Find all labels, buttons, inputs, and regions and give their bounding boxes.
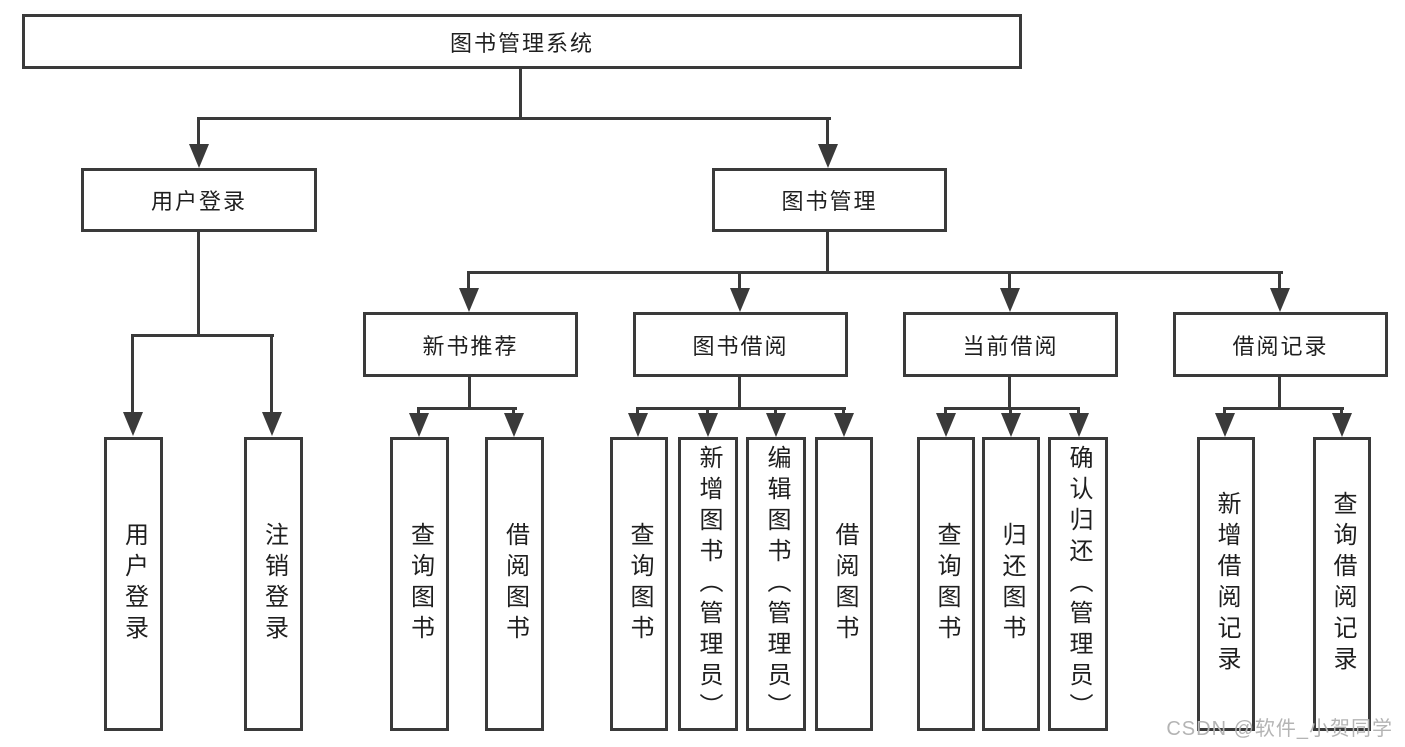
arrow-down-icon — [1215, 413, 1235, 437]
connector-user-login-stem — [197, 231, 200, 336]
leaf-label: 新增图书（管理员） — [695, 444, 722, 724]
leaf-borrow-books-recommend: 借阅图书 — [485, 437, 544, 731]
arrow-down-icon — [818, 144, 838, 168]
leaf-label: 借阅图书 — [501, 522, 529, 646]
arrow-down-icon — [766, 413, 786, 437]
leaf-query-books-current: 查询图书 — [917, 437, 975, 731]
arrow-down-icon — [1001, 413, 1021, 437]
leaf-confirm-return-admin: 确认归还（管理员） — [1048, 437, 1108, 731]
connector-g2-c2 — [512, 407, 515, 415]
leaf-label: 借阅图书 — [831, 522, 858, 646]
node-current-borrowing: 当前借阅 — [903, 312, 1118, 377]
connector-to-new-book — [467, 271, 470, 291]
connector-book-management-stem — [826, 231, 829, 274]
leaf-return-books: 归还图书 — [982, 437, 1040, 731]
leaf-label: 查询图书 — [626, 522, 653, 646]
connector-to-user-login — [197, 117, 200, 147]
connector-g5-c1 — [1223, 407, 1226, 415]
arrow-down-icon — [1270, 288, 1290, 312]
connector-g4-c3 — [1077, 407, 1080, 415]
arrow-down-icon — [628, 413, 648, 437]
connector-g4-c2 — [1009, 407, 1012, 415]
arrow-down-icon — [698, 413, 718, 437]
node-book-borrowing: 图书借阅 — [633, 312, 848, 377]
connector-g3-c1 — [636, 407, 639, 415]
leaf-edit-books-admin: 编辑图书（管理员） — [746, 437, 806, 731]
leaf-logout: 注销登录 — [244, 437, 303, 731]
node-borrowing-records: 借阅记录 — [1173, 312, 1388, 377]
connector-level1-hline — [197, 117, 831, 120]
connector-root-stem — [519, 69, 522, 119]
connector-g5-hline — [1223, 407, 1344, 410]
leaf-label: 查询图书 — [406, 522, 434, 646]
connector-to-current-borrow — [1008, 271, 1011, 291]
leaf-label: 查询图书 — [933, 522, 960, 646]
node-book-management-branch: 图书管理 — [712, 168, 947, 232]
watermark-text: CSDN @软件_小贺同学 — [1166, 718, 1393, 740]
connector-g3-hline — [636, 407, 846, 410]
connector-g5-stem — [1278, 375, 1281, 409]
connector-user-login-hline — [131, 334, 274, 337]
arrow-down-icon — [1000, 288, 1020, 312]
leaf-query-books-recommend: 查询图书 — [390, 437, 449, 731]
connector-to-borrow-records — [1278, 271, 1281, 291]
node-library-management-system: 图书管理系统 — [22, 14, 1022, 69]
leaf-label: 用户登录 — [120, 522, 148, 646]
arrow-down-icon — [123, 412, 143, 436]
node-user-login-branch: 用户登录 — [81, 168, 317, 232]
connector-g3-c4 — [842, 407, 845, 415]
connector-to-book-management — [826, 117, 829, 147]
arrow-down-icon — [409, 413, 429, 437]
leaf-add-borrow-record: 新增借阅记录 — [1197, 437, 1255, 731]
leaf-label: 编辑图书（管理员） — [763, 444, 790, 724]
leaf-add-books-admin: 新增图书（管理员） — [678, 437, 738, 731]
connector-g3-c2 — [706, 407, 709, 415]
connector-g3-c3 — [774, 407, 777, 415]
connector-g4-stem — [1008, 375, 1011, 409]
arrow-down-icon — [1332, 413, 1352, 437]
arrow-down-icon — [504, 413, 524, 437]
arrow-down-icon — [730, 288, 750, 312]
connector-level2-hline — [467, 271, 1283, 274]
connector-to-leaf-user-login — [131, 334, 134, 413]
arrow-down-icon — [459, 288, 479, 312]
leaf-borrow-books-borrowing: 借阅图书 — [815, 437, 873, 731]
leaf-query-books-borrowing: 查询图书 — [610, 437, 668, 731]
leaf-label: 查询借阅记录 — [1329, 491, 1356, 677]
leaf-label: 注销登录 — [260, 522, 288, 646]
connector-g5-c2 — [1340, 407, 1343, 415]
node-new-book-recommendation: 新书推荐 — [363, 312, 578, 377]
leaf-label: 确认归还（管理员） — [1065, 444, 1092, 724]
leaf-user-login: 用户登录 — [104, 437, 163, 731]
connector-to-leaf-logout — [270, 334, 273, 413]
leaf-label: 归还图书 — [998, 522, 1025, 646]
arrow-down-icon — [1069, 413, 1089, 437]
connector-g2-hline — [417, 407, 517, 410]
leaf-query-borrow-record: 查询借阅记录 — [1313, 437, 1371, 731]
connector-g3-stem — [738, 375, 741, 409]
connector-g4-c1 — [944, 407, 947, 415]
connector-to-book-borrow — [738, 271, 741, 291]
connector-g4-hline — [944, 407, 1080, 410]
arrow-down-icon — [262, 412, 282, 436]
arrow-down-icon — [834, 413, 854, 437]
leaf-label: 新增借阅记录 — [1213, 491, 1240, 677]
connector-g2-stem — [468, 375, 471, 409]
connector-g2-c1 — [417, 407, 420, 415]
arrow-down-icon — [936, 413, 956, 437]
arrow-down-icon — [189, 144, 209, 168]
